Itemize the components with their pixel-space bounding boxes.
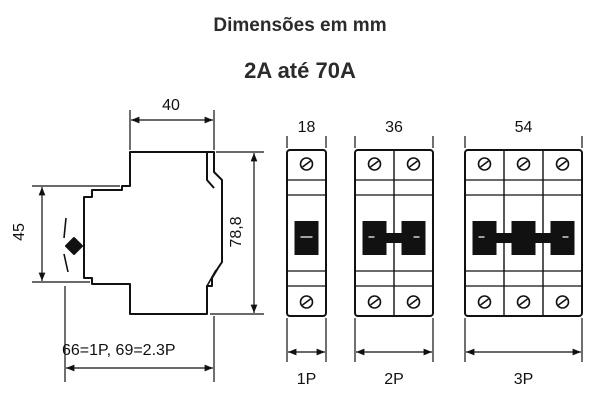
side-view <box>63 151 223 315</box>
side-view-clip-top <box>206 152 215 189</box>
dim-label-width: 40 <box>162 97 180 114</box>
screw-slot <box>480 160 489 168</box>
breaker-body <box>464 149 583 317</box>
front-view-3P: 54 3P <box>464 119 583 388</box>
dim-label-depth-note: 66=1P, 69=2.3P <box>62 342 176 359</box>
screw-slot <box>409 160 418 168</box>
screw-slot <box>558 298 567 306</box>
screw-slot <box>519 298 528 306</box>
side-view-clip-bottom <box>206 269 217 314</box>
front-view-1P: 18 1P <box>286 119 327 388</box>
breaker-body <box>286 149 327 317</box>
page-title: Dimensões em mm <box>213 15 387 36</box>
handle-tie-bar <box>374 233 414 243</box>
front-width-label: 18 <box>298 119 316 136</box>
toggle-handle <box>294 221 319 255</box>
dim-label-height-left: 45 <box>11 223 28 241</box>
poles-label: 3P <box>514 371 534 388</box>
screw-slot <box>558 160 567 168</box>
front-width-label: 54 <box>515 119 533 136</box>
front-view-2P: 36 2P <box>354 119 434 388</box>
poles-label: 2P <box>384 371 404 388</box>
screw-slot <box>370 298 379 306</box>
handle-tie-bar <box>484 233 563 243</box>
dim-label-height-right: 78,8 <box>228 216 245 247</box>
side-view-outline <box>83 151 223 315</box>
front-width-label: 36 <box>385 119 403 136</box>
side-view-toggle-handle <box>65 237 83 255</box>
side-view-dimensions <box>32 110 264 382</box>
poles-label: 1P <box>297 371 317 388</box>
screw-slot <box>409 298 418 306</box>
screw-slot <box>302 160 311 168</box>
current-range-title: 2A até 70A <box>244 58 356 83</box>
screw-slot <box>480 298 489 306</box>
front-views: 18 1P 36 2P 54 3P <box>286 119 583 388</box>
screw-slot <box>302 298 311 306</box>
screw-slot <box>370 160 379 168</box>
screw-slot <box>519 160 528 168</box>
